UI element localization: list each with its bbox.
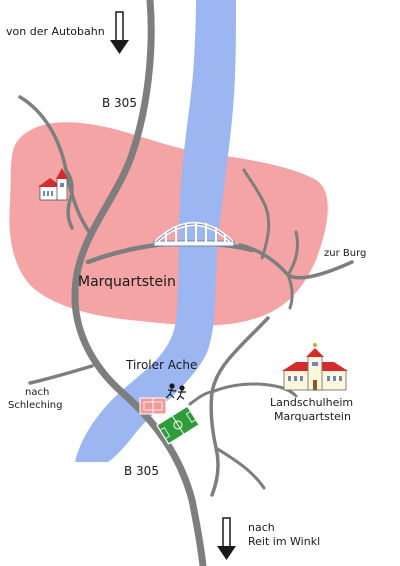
label-school-1: Landschulheim [270,396,353,409]
bridge-icon [153,222,235,247]
road-schleching [28,364,94,385]
town-area [9,122,328,326]
label-to-schleching-1: nach [25,387,49,398]
road-east-branch-2 [286,273,294,310]
road-south-east [209,316,270,497]
label-river: Tiroler Ache [125,358,197,372]
road-church-branch [64,168,74,230]
label-school-2: Marquartstein [274,410,351,423]
sports-court-icon [139,397,167,415]
church-icon [38,168,68,201]
road-sports-access [188,390,214,406]
label-to-reit-2: Reit im Winkl [248,535,320,548]
road-b305 [71,0,207,566]
players-icon [165,383,186,401]
arrow-down-icon [217,517,236,560]
school-building-icon [282,343,348,391]
label-from-autobahn: von der Autobahn [6,25,105,38]
road-lower-branch [214,446,266,490]
label-road-bottom: B 305 [124,464,159,478]
label-to-castle: zur Burg [324,248,366,259]
road-school-access [210,382,298,398]
label-to-schleching-2: Schleching [8,400,62,411]
football-pitch-icon [156,405,200,445]
label-town: Marquartstein [78,274,176,290]
arrow-down-icon [110,11,129,54]
label-road-top: B 305 [102,96,137,110]
road-east-branch-1 [242,168,271,260]
road-east-branch-3 [286,230,300,277]
river-tiroler-ache [75,0,236,462]
label-to-reit-1: nach [248,521,275,534]
